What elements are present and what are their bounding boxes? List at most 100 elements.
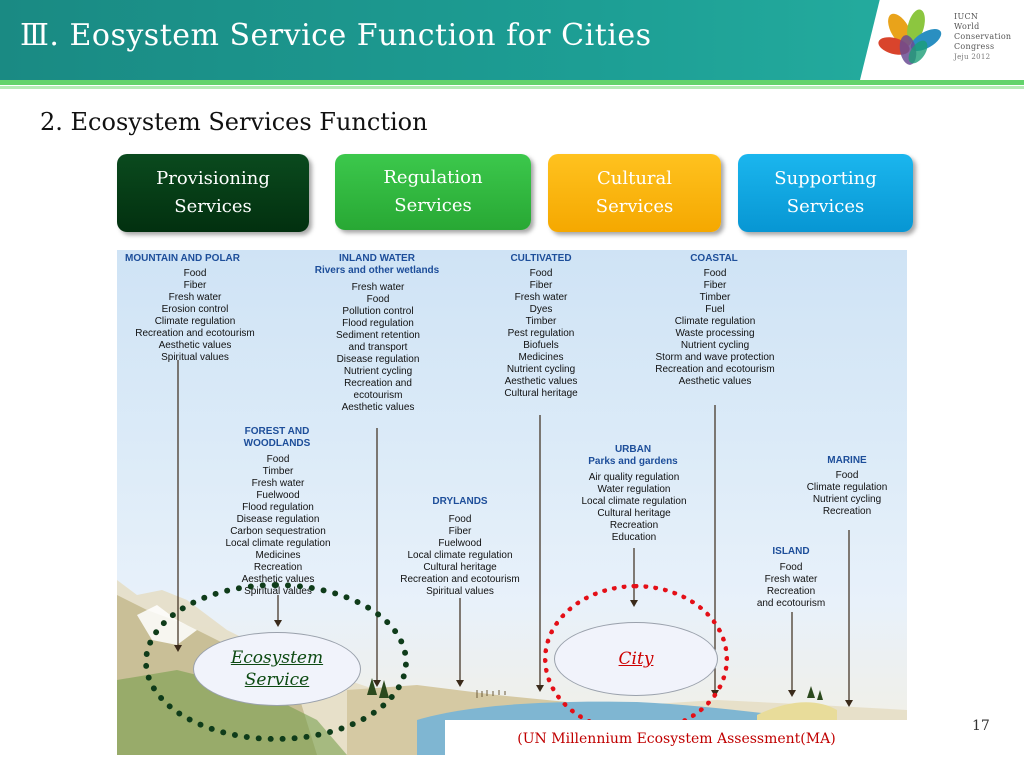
- ecosystem-service-item: Fuelwood: [438, 538, 482, 549]
- ecosystem-service-item: and transport: [348, 342, 408, 353]
- ecosystem-service-item: Local climate regulation: [581, 496, 687, 507]
- ellipse-label: City: [618, 649, 654, 669]
- ecosystem-service-item: Recreation: [609, 520, 659, 531]
- ecosystem-service-item: Aesthetic values: [341, 402, 415, 413]
- drylands-block: DRYLANDS: [417, 496, 503, 508]
- ecosystem-title: FOREST AND: [244, 426, 310, 437]
- ecosystem-service-item: Education: [611, 532, 657, 543]
- ecosystem-service-item: Timber: [699, 292, 731, 303]
- ecosystem-service-item: Recreation and ecotourism: [135, 328, 255, 339]
- ecosystem-service-item: Medicines: [518, 352, 564, 363]
- logo-line: Conservation: [954, 32, 1012, 41]
- logo-line: Congress: [954, 42, 995, 51]
- ecosystem-service-item: Food: [448, 514, 472, 525]
- ecosystem-title: INLAND WATER: [339, 253, 415, 264]
- ecosystem-service-item: Flood regulation: [342, 318, 414, 329]
- ecosystem-service-item: Food: [266, 454, 290, 465]
- ellipse-label: Ecosystem: [230, 648, 324, 668]
- mountain-polar-block: MOUNTAIN AND POLAR: [125, 253, 240, 265]
- ellipse-label: Service: [244, 670, 310, 690]
- ecosystem-service-item: Climate regulation: [674, 316, 756, 327]
- ecosystem-service-item: Recreation: [822, 506, 872, 517]
- ecosystem-service-item: Sediment retention: [336, 330, 420, 341]
- ecosystem-service-item: Erosion control: [161, 304, 229, 315]
- ecosystem-service-item: Recreation: [253, 562, 303, 573]
- ecosystem-service-item: Recreation: [766, 586, 816, 597]
- service-label: Regulation: [383, 167, 483, 188]
- ecosystem-service-item: Fresh water: [168, 292, 222, 303]
- ecosystem-service-item: Recreation and: [344, 378, 412, 389]
- ecosystem-title: WOODLANDS: [243, 438, 311, 449]
- ecosystem-service-item: Biofuels: [523, 340, 559, 351]
- ecosystem-service-item: Fuelwood: [256, 490, 300, 501]
- service-label: Services: [595, 196, 674, 217]
- ecosystem-service-item: Fresh water: [351, 282, 405, 293]
- header-divider-light: [0, 86, 1024, 89]
- ecosystem-service-item: Storm and wave protection: [655, 352, 775, 363]
- ecosystem-service-item: Food: [366, 294, 390, 305]
- ecosystem-service-item: Pollution control: [342, 306, 414, 317]
- inland-water-block: INLAND WATER Rivers and other wetlands: [307, 253, 447, 277]
- ecosystem-service-item: Aesthetic values: [678, 376, 752, 387]
- ecosystem-service-item: Fiber: [703, 280, 727, 291]
- iucn-logo-text: IUCN World Conservation Congress Jeju 20…: [954, 12, 1011, 62]
- cultivated-block: CULTIVATED: [495, 253, 587, 265]
- ecosystem-service-item: Medicines: [255, 550, 301, 561]
- urban-block: URBAN Parks and gardens: [577, 444, 689, 468]
- ecosystem-service-item: Disease regulation: [236, 514, 320, 525]
- city-ellipse: City: [554, 622, 718, 696]
- slide-title: Ⅲ. Eosystem Service Function for Cities: [20, 18, 652, 53]
- ecosystem-service-item: Nutrient cycling: [812, 494, 882, 505]
- ecosystem-service-item: Climate regulation: [806, 482, 888, 493]
- section-heading: 2. Ecosystem Services Function: [40, 108, 428, 136]
- ecosystem-title: MOUNTAIN AND POLAR: [125, 253, 240, 264]
- ecosystem-service-item: Cultural heritage: [597, 508, 671, 519]
- ecosystem-service-item: Fiber: [448, 526, 472, 537]
- ecosystem-service-item: Recreation and ecotourism: [655, 364, 775, 375]
- logo-line: IUCN: [954, 12, 979, 21]
- ecosystem-service-item: Nutrient cycling: [343, 366, 413, 377]
- marine-block: MARINE: [817, 455, 877, 467]
- ecosystem-highlight-ring: [143, 582, 409, 742]
- ecosystem-service-item: Spiritual values: [426, 586, 494, 597]
- ecosystem-service-item: Timber: [525, 316, 557, 327]
- ecosystem-service-item: and ecotourism: [756, 598, 826, 609]
- ecosystem-service-item: Air quality regulation: [588, 472, 680, 483]
- ecosystem-service-item: Water regulation: [597, 484, 671, 495]
- ecosystem-service-item: ecotourism: [353, 390, 403, 401]
- ecosystem-subtitle: Parks and gardens: [588, 456, 678, 467]
- ecosystem-title: COASTAL: [690, 253, 738, 264]
- title-bar: Ⅲ. Eosystem Service Function for Cities: [0, 0, 1024, 80]
- ecosystem-service-item: Nutrient cycling: [506, 364, 576, 375]
- island-block: ISLAND: [763, 546, 819, 558]
- source-caption: (UN Millennium Ecosystem Assessment(MA): [445, 720, 908, 756]
- ecosystem-service-item: Cultural heritage: [504, 388, 578, 399]
- ecosystem-title: URBAN: [614, 444, 652, 455]
- header-divider: [0, 80, 1024, 85]
- service-label: Provisioning: [156, 168, 270, 189]
- ecosystem-title: MARINE: [827, 455, 867, 466]
- ecosystem-service-item: Aesthetic values: [158, 340, 232, 351]
- ecosystem-service-item: Fuel: [705, 304, 725, 315]
- ecosystem-service-item: Food: [779, 562, 803, 573]
- service-label: Services: [174, 196, 252, 217]
- ecosystem-service-item: Timber: [262, 466, 294, 477]
- ecosystem-service-item: Local climate regulation: [407, 550, 513, 561]
- ecosystem-service-item: Food: [183, 268, 207, 279]
- ecosystem-service-item: Recreation and ecotourism: [400, 574, 520, 585]
- ecosystem-service-item: Food: [835, 470, 859, 481]
- forest-block: FOREST AND WOODLANDS: [232, 426, 322, 450]
- ecosystem-service-item: Cultural heritage: [423, 562, 497, 573]
- ecosystem-service-item: Food: [703, 268, 727, 279]
- ecosystem-service-ellipse: Ecosystem Service: [193, 632, 361, 706]
- ecosystem-service-item: Fresh water: [251, 478, 305, 489]
- ecosystem-service-item: Climate regulation: [154, 316, 236, 327]
